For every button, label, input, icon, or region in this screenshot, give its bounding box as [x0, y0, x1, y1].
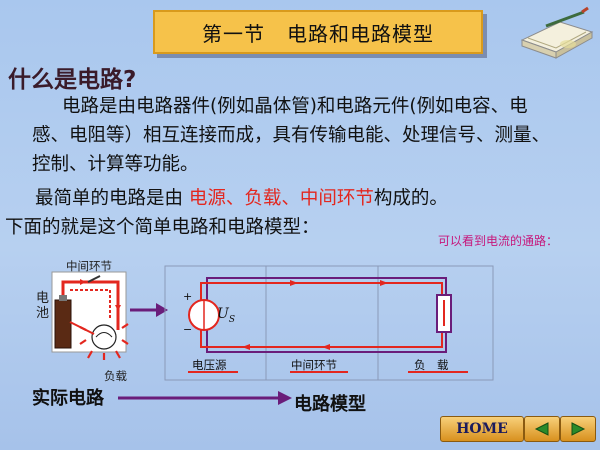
model-current-top [200, 282, 443, 300]
plus-sign: + [183, 290, 193, 303]
actual-circuit-caption: 实际电路 [32, 388, 104, 409]
actual-middle-label: 中间环节 [66, 259, 112, 273]
load-label: 负载 [104, 369, 127, 383]
source-label: 电压源 [192, 358, 227, 372]
next-arrow-icon [571, 422, 586, 436]
line2-prefix: 最简单的电路是由 [35, 188, 189, 209]
battery-icon [54, 299, 72, 349]
prev-arrow-icon [534, 422, 549, 436]
home-button[interactable]: HOME [440, 416, 524, 442]
book-icon [520, 6, 594, 59]
model-caption: 电路模型 [294, 394, 366, 415]
simplest-circuit-line: 最简单的电路是由 电源、负载、中间环节构成的。 [35, 184, 448, 210]
title-part2: 电路和电路模型 [287, 21, 435, 46]
source-symbol-main: U [217, 306, 229, 322]
current-arrow-icon [115, 305, 121, 311]
definition-text: 电路是由电路器件(例如晶体管)和电路元件(例如电容、电感、电阻等）相互连接而成，… [32, 96, 551, 175]
actual-wire-inner [70, 289, 111, 320]
switch-icon [87, 275, 101, 283]
model-wire-top [206, 277, 447, 300]
middle-label: 中间环节 [291, 358, 337, 372]
minus-sign: − [183, 323, 193, 336]
battery-terminal [59, 295, 67, 301]
model-wire-bottom [206, 330, 447, 353]
definition-paragraph: 电路是由电路器件(例如晶体管)和电路元件(例如电容、电感、电阻等）相互连接而成，… [32, 92, 562, 179]
actual-wire-return [69, 321, 95, 335]
model-frame [164, 265, 494, 381]
source-symbol: US [217, 306, 235, 325]
current-arrow-icon [290, 280, 298, 286]
battery-label-1: 电 [36, 291, 50, 306]
source-symbol-sub: S [228, 314, 235, 325]
intro-line: 下面的就是这个简单电路和电路模型： [5, 217, 320, 238]
current-path-note: 可以看到电流的通路： [438, 234, 559, 248]
next-button[interactable] [560, 416, 596, 442]
line2-suffix: 构成的。 [373, 188, 448, 209]
question-heading: 什么是电路? [8, 67, 137, 93]
slide-title: 第一节 电路和电路模型 [153, 10, 483, 54]
current-arrow-icon [80, 279, 86, 285]
title-part1: 第一节 [201, 21, 265, 46]
line2-highlight: 电源、负载、中间环节 [188, 188, 374, 209]
battery-label-2: 池 [36, 306, 50, 321]
lamp-icon [91, 324, 117, 350]
model-current-bottom [200, 330, 443, 348]
prev-button[interactable] [524, 416, 560, 442]
model-load-label: 负 载 [414, 358, 449, 372]
